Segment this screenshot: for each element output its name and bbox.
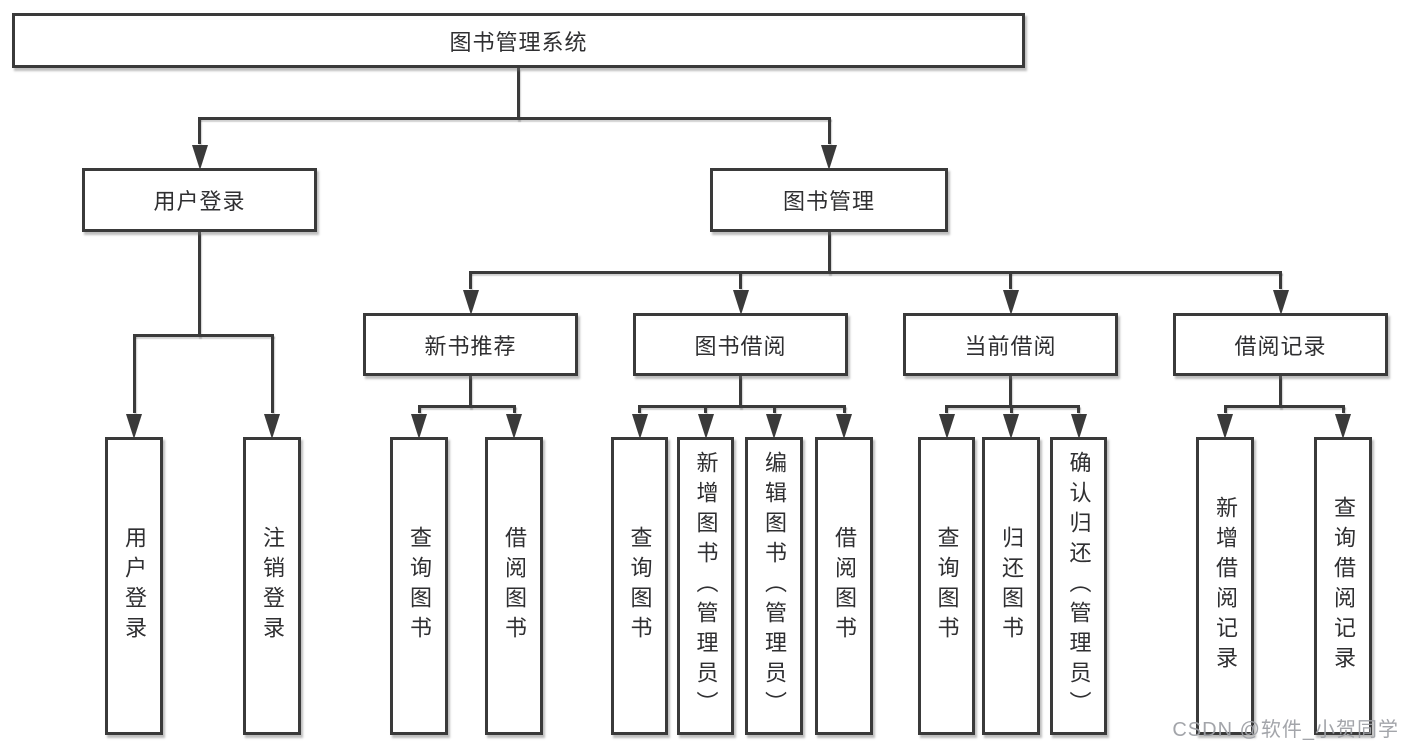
connector-rail-new-book-recommend	[417, 404, 516, 408]
node-library-management-system: 图书管理系统	[12, 13, 1025, 68]
connector-trunk-borrow-records	[1279, 376, 1282, 408]
arrow-down-icon-borrow-records	[1272, 290, 1289, 315]
connector-trunk-book-management	[827, 232, 831, 274]
node-user-login: 用户登录	[82, 168, 317, 232]
node-logout-leaf: 注销登录	[243, 437, 301, 735]
arrow-down-icon-br-add-borrow-record	[1217, 414, 1233, 439]
connector-drop-bb-edit-books-admin	[772, 406, 776, 413]
connector-drop-user-login-leaf	[132, 335, 136, 413]
node-new-book-recommend: 新书推荐	[363, 313, 578, 376]
arrow-down-icon-bb-edit-books-admin	[766, 414, 782, 439]
connector-drop-borrow-records	[1279, 272, 1282, 289]
connector-drop-book-management	[827, 118, 831, 144]
connector-drop-new-book-recommend	[469, 272, 472, 289]
node-bb-query-books: 查询图书	[611, 437, 668, 735]
node-book-management: 图书管理	[710, 168, 948, 232]
connector-trunk-book-borrow	[739, 376, 742, 408]
connector-drop-cb-return-books	[1009, 406, 1013, 413]
node-nbr-borrow-books: 借阅图书	[485, 437, 543, 735]
connector-drop-br-query-borrow-record	[1341, 406, 1345, 413]
arrow-down-icon-bb-borrow-books	[836, 414, 852, 439]
connector-trunk-current-borrow	[1009, 376, 1012, 408]
connector-drop-bb-query-books	[638, 406, 641, 413]
connector-drop-br-add-borrow-record	[1223, 406, 1227, 413]
node-borrow-records: 借阅记录	[1173, 313, 1388, 376]
connector-rail-library-management-system	[198, 116, 831, 120]
arrow-down-icon-cb-confirm-return-admin	[1070, 414, 1087, 439]
node-cb-return-books: 归还图书	[982, 437, 1040, 735]
node-cb-confirm-return-admin: 确认归还（管理员）	[1050, 437, 1107, 735]
connector-trunk-library-management-system	[517, 68, 520, 120]
connector-drop-cb-query-books	[945, 406, 948, 413]
arrow-down-icon-bb-query-books	[631, 414, 648, 439]
arrow-down-icon-book-management	[821, 145, 837, 170]
node-cb-query-books: 查询图书	[918, 437, 975, 735]
connector-rail-current-borrow	[945, 404, 1080, 408]
arrow-down-icon-br-query-borrow-record	[1335, 414, 1351, 439]
arrow-down-icon-bb-add-books-admin	[697, 414, 714, 439]
arrow-down-icon-logout-leaf	[264, 414, 280, 439]
arrow-down-icon-current-borrow	[1002, 290, 1019, 315]
connector-drop-nbr-query-books	[417, 406, 421, 413]
node-bb-borrow-books: 借阅图书	[815, 437, 873, 735]
connector-rail-borrow-records	[1223, 404, 1345, 408]
arrow-down-icon-cb-query-books	[938, 414, 955, 439]
connector-drop-current-borrow	[1009, 272, 1012, 289]
connector-drop-cb-confirm-return-admin	[1077, 406, 1080, 413]
arrow-down-icon-user-login	[191, 145, 208, 170]
connector-drop-book-borrow	[739, 272, 742, 289]
node-book-borrow: 图书借阅	[633, 313, 848, 376]
arrow-down-icon-new-book-recommend	[462, 290, 479, 315]
arrow-down-icon-nbr-borrow-books	[506, 414, 522, 439]
connector-drop-bb-add-books-admin	[704, 406, 707, 413]
csdn-watermark: CSDN @软件_小贺同学	[1172, 719, 1399, 741]
connector-rail-book-borrow	[638, 404, 846, 408]
node-br-add-borrow-record: 新增借阅记录	[1196, 437, 1254, 735]
node-bb-edit-books-admin: 编辑图书（管理员）	[745, 437, 803, 735]
arrow-down-icon-user-login-leaf	[126, 414, 142, 439]
arrow-down-icon-cb-return-books	[1003, 414, 1019, 439]
connector-drop-user-login	[198, 118, 201, 144]
node-nbr-query-books: 查询图书	[390, 437, 448, 735]
node-user-login-leaf: 用户登录	[105, 437, 163, 735]
connector-drop-logout-leaf	[270, 335, 274, 413]
connector-rail-book-management	[469, 270, 1282, 274]
node-bb-add-books-admin: 新增图书（管理员）	[677, 437, 734, 735]
connector-trunk-user-login	[198, 232, 201, 337]
arrow-down-icon-book-borrow	[732, 290, 749, 315]
connector-trunk-new-book-recommend	[469, 376, 472, 408]
node-current-borrow: 当前借阅	[903, 313, 1118, 376]
connector-drop-nbr-borrow-books	[512, 406, 516, 413]
node-br-query-borrow-record: 查询借阅记录	[1314, 437, 1372, 735]
connector-rail-user-login	[132, 333, 274, 337]
connector-drop-bb-borrow-books	[842, 406, 846, 413]
arrow-down-icon-nbr-query-books	[411, 414, 427, 439]
